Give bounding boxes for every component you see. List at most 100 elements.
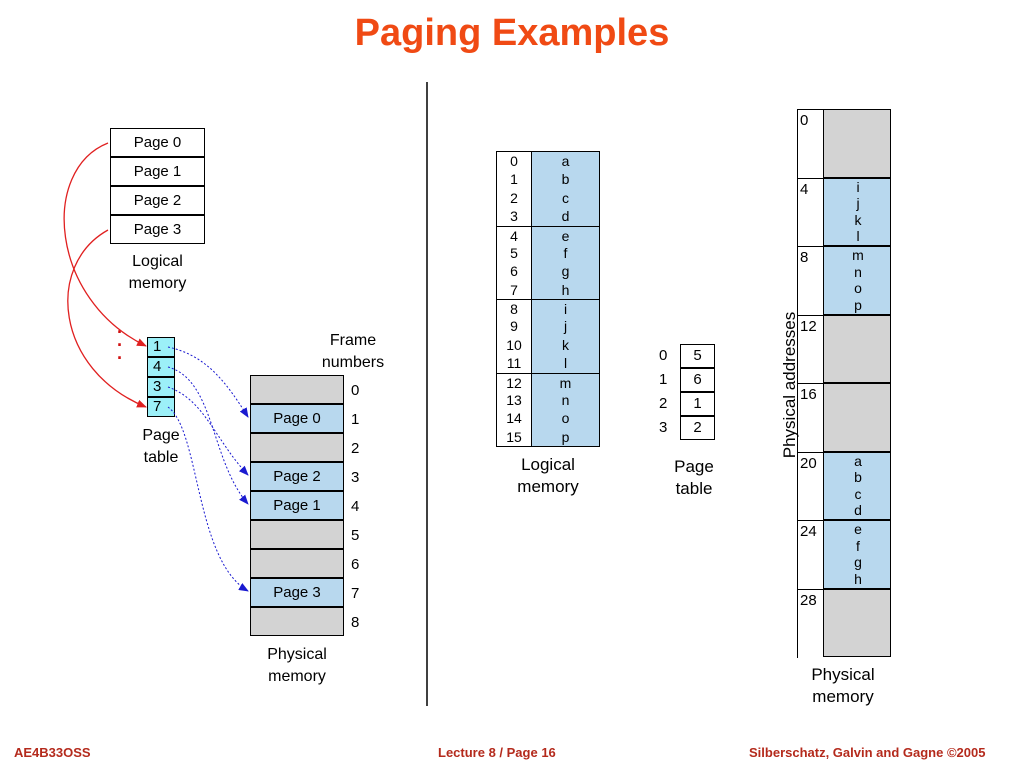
blue-arrow-entry0 xyxy=(167,346,249,418)
logical-row: 13 n xyxy=(497,390,599,410)
footer-course: AE4B33OSS xyxy=(14,745,91,760)
logical-row-content: m xyxy=(532,373,599,392)
physical-frame xyxy=(823,588,891,657)
physical-frame-byte: i xyxy=(856,178,860,195)
physical-frame-byte: b xyxy=(854,469,862,485)
logical-row-content: j xyxy=(532,317,599,336)
left-frame-5 xyxy=(250,520,344,549)
right-page-table-index-3: 3 xyxy=(659,419,668,436)
logical-row-content: p xyxy=(532,427,599,446)
left-physical-memory-caption: Physical memory xyxy=(267,646,327,685)
logical-row-address: 4 xyxy=(510,227,518,244)
logical-row-content: n xyxy=(532,390,599,410)
physical-frame xyxy=(823,383,891,452)
logical-row-content: a xyxy=(532,152,599,171)
left-frame-8 xyxy=(250,607,344,636)
right-page-table-caption: Page table xyxy=(674,457,714,498)
right-page-table-index-0: 0 xyxy=(659,347,668,364)
logical-row-content: h xyxy=(532,280,599,299)
page-table-entry-1: 4 xyxy=(147,357,175,377)
frame-number-8: 8 xyxy=(351,614,360,631)
logical-row-content: k xyxy=(532,335,599,355)
physical-address-label: 16 xyxy=(800,386,817,403)
red-arrow-page0 xyxy=(63,142,147,347)
left-frame-0 xyxy=(250,375,344,404)
physical-frame-byte: c xyxy=(854,485,862,502)
right-physical-memory-caption: Physical memory xyxy=(811,665,875,706)
right-logical-memory-caption: Logical memory xyxy=(517,455,579,496)
physical-frame-byte: g xyxy=(854,554,862,570)
physical-address-label: 28 xyxy=(800,591,817,609)
left-logical-memory-caption: Logical memory xyxy=(128,253,187,292)
physical-frame-byte: h xyxy=(854,570,862,587)
slide-title: Paging Examples xyxy=(354,12,670,54)
left-frame-1: Page 0 xyxy=(250,404,344,433)
logical-row-address: 8 xyxy=(510,301,518,317)
physical-addresses-label: Physical addresses xyxy=(780,311,799,459)
blue-arrow-entry1 xyxy=(167,366,249,505)
right-page-table-value-3: 2 xyxy=(680,416,715,440)
physical-frame xyxy=(823,109,891,178)
frame-number-7: 7 xyxy=(351,585,360,602)
logical-row-content: i xyxy=(532,300,599,319)
ellipsis-dots: ··· xyxy=(117,322,123,368)
physical-address-label: 8 xyxy=(800,249,809,266)
right-page-table-value-2: 1 xyxy=(680,392,715,416)
logical-row-address: 14 xyxy=(506,410,522,427)
logical-row-address: 12 xyxy=(506,374,522,391)
physical-address-tick xyxy=(797,451,823,453)
frame-numbers-caption: Frame numbers xyxy=(321,332,385,371)
logical-row-content: l xyxy=(532,354,599,373)
frame-number-3: 3 xyxy=(351,469,360,486)
logical-row-address: 9 xyxy=(510,318,518,335)
logical-page-2: Page 2 xyxy=(110,186,205,215)
logical-page-1: Page 1 xyxy=(110,157,205,186)
page-table-entry-2: 3 xyxy=(147,377,175,397)
physical-frame-byte: d xyxy=(854,502,862,518)
left-page-table-caption: Page table xyxy=(142,427,180,466)
logical-row-content: e xyxy=(532,226,599,245)
frame-number-1: 1 xyxy=(351,411,360,428)
left-frame-6 xyxy=(250,549,344,578)
left-frame-7: Page 3 xyxy=(250,578,344,607)
physical-frame-byte: k xyxy=(854,211,862,228)
logical-row-content: b xyxy=(532,170,599,189)
logical-row: 12 m xyxy=(497,372,599,392)
logical-row-address: 7 xyxy=(510,281,518,298)
logical-row-address: 5 xyxy=(510,244,518,261)
logical-row-content: f xyxy=(532,243,599,263)
physical-frame-byte: p xyxy=(854,296,862,313)
physical-frame-byte: l xyxy=(856,228,860,244)
logical-row-content: d xyxy=(532,207,599,226)
physical-address-tick xyxy=(797,314,823,316)
footer-lecture: Lecture 8 / Page 16 xyxy=(438,745,556,760)
logical-row-address: 13 xyxy=(506,391,522,408)
left-frame-2 xyxy=(250,433,344,462)
logical-row-address: 1 xyxy=(510,171,518,188)
logical-row-content: g xyxy=(532,262,599,281)
blue-arrow-entry2 xyxy=(167,386,249,476)
right-page-table-index-2: 2 xyxy=(659,395,668,412)
logical-row: 11 l xyxy=(497,354,599,373)
logical-row-address: 6 xyxy=(510,263,518,280)
red-arrow-page3 xyxy=(67,229,147,408)
logical-page-0: Page 0 xyxy=(110,128,205,157)
frame-number-0: 0 xyxy=(351,382,360,399)
physical-frame-byte: a xyxy=(854,452,862,469)
logical-row-address: 2 xyxy=(510,189,518,206)
left-frame-4: Page 1 xyxy=(250,491,344,520)
logical-row-address: 11 xyxy=(506,355,522,372)
